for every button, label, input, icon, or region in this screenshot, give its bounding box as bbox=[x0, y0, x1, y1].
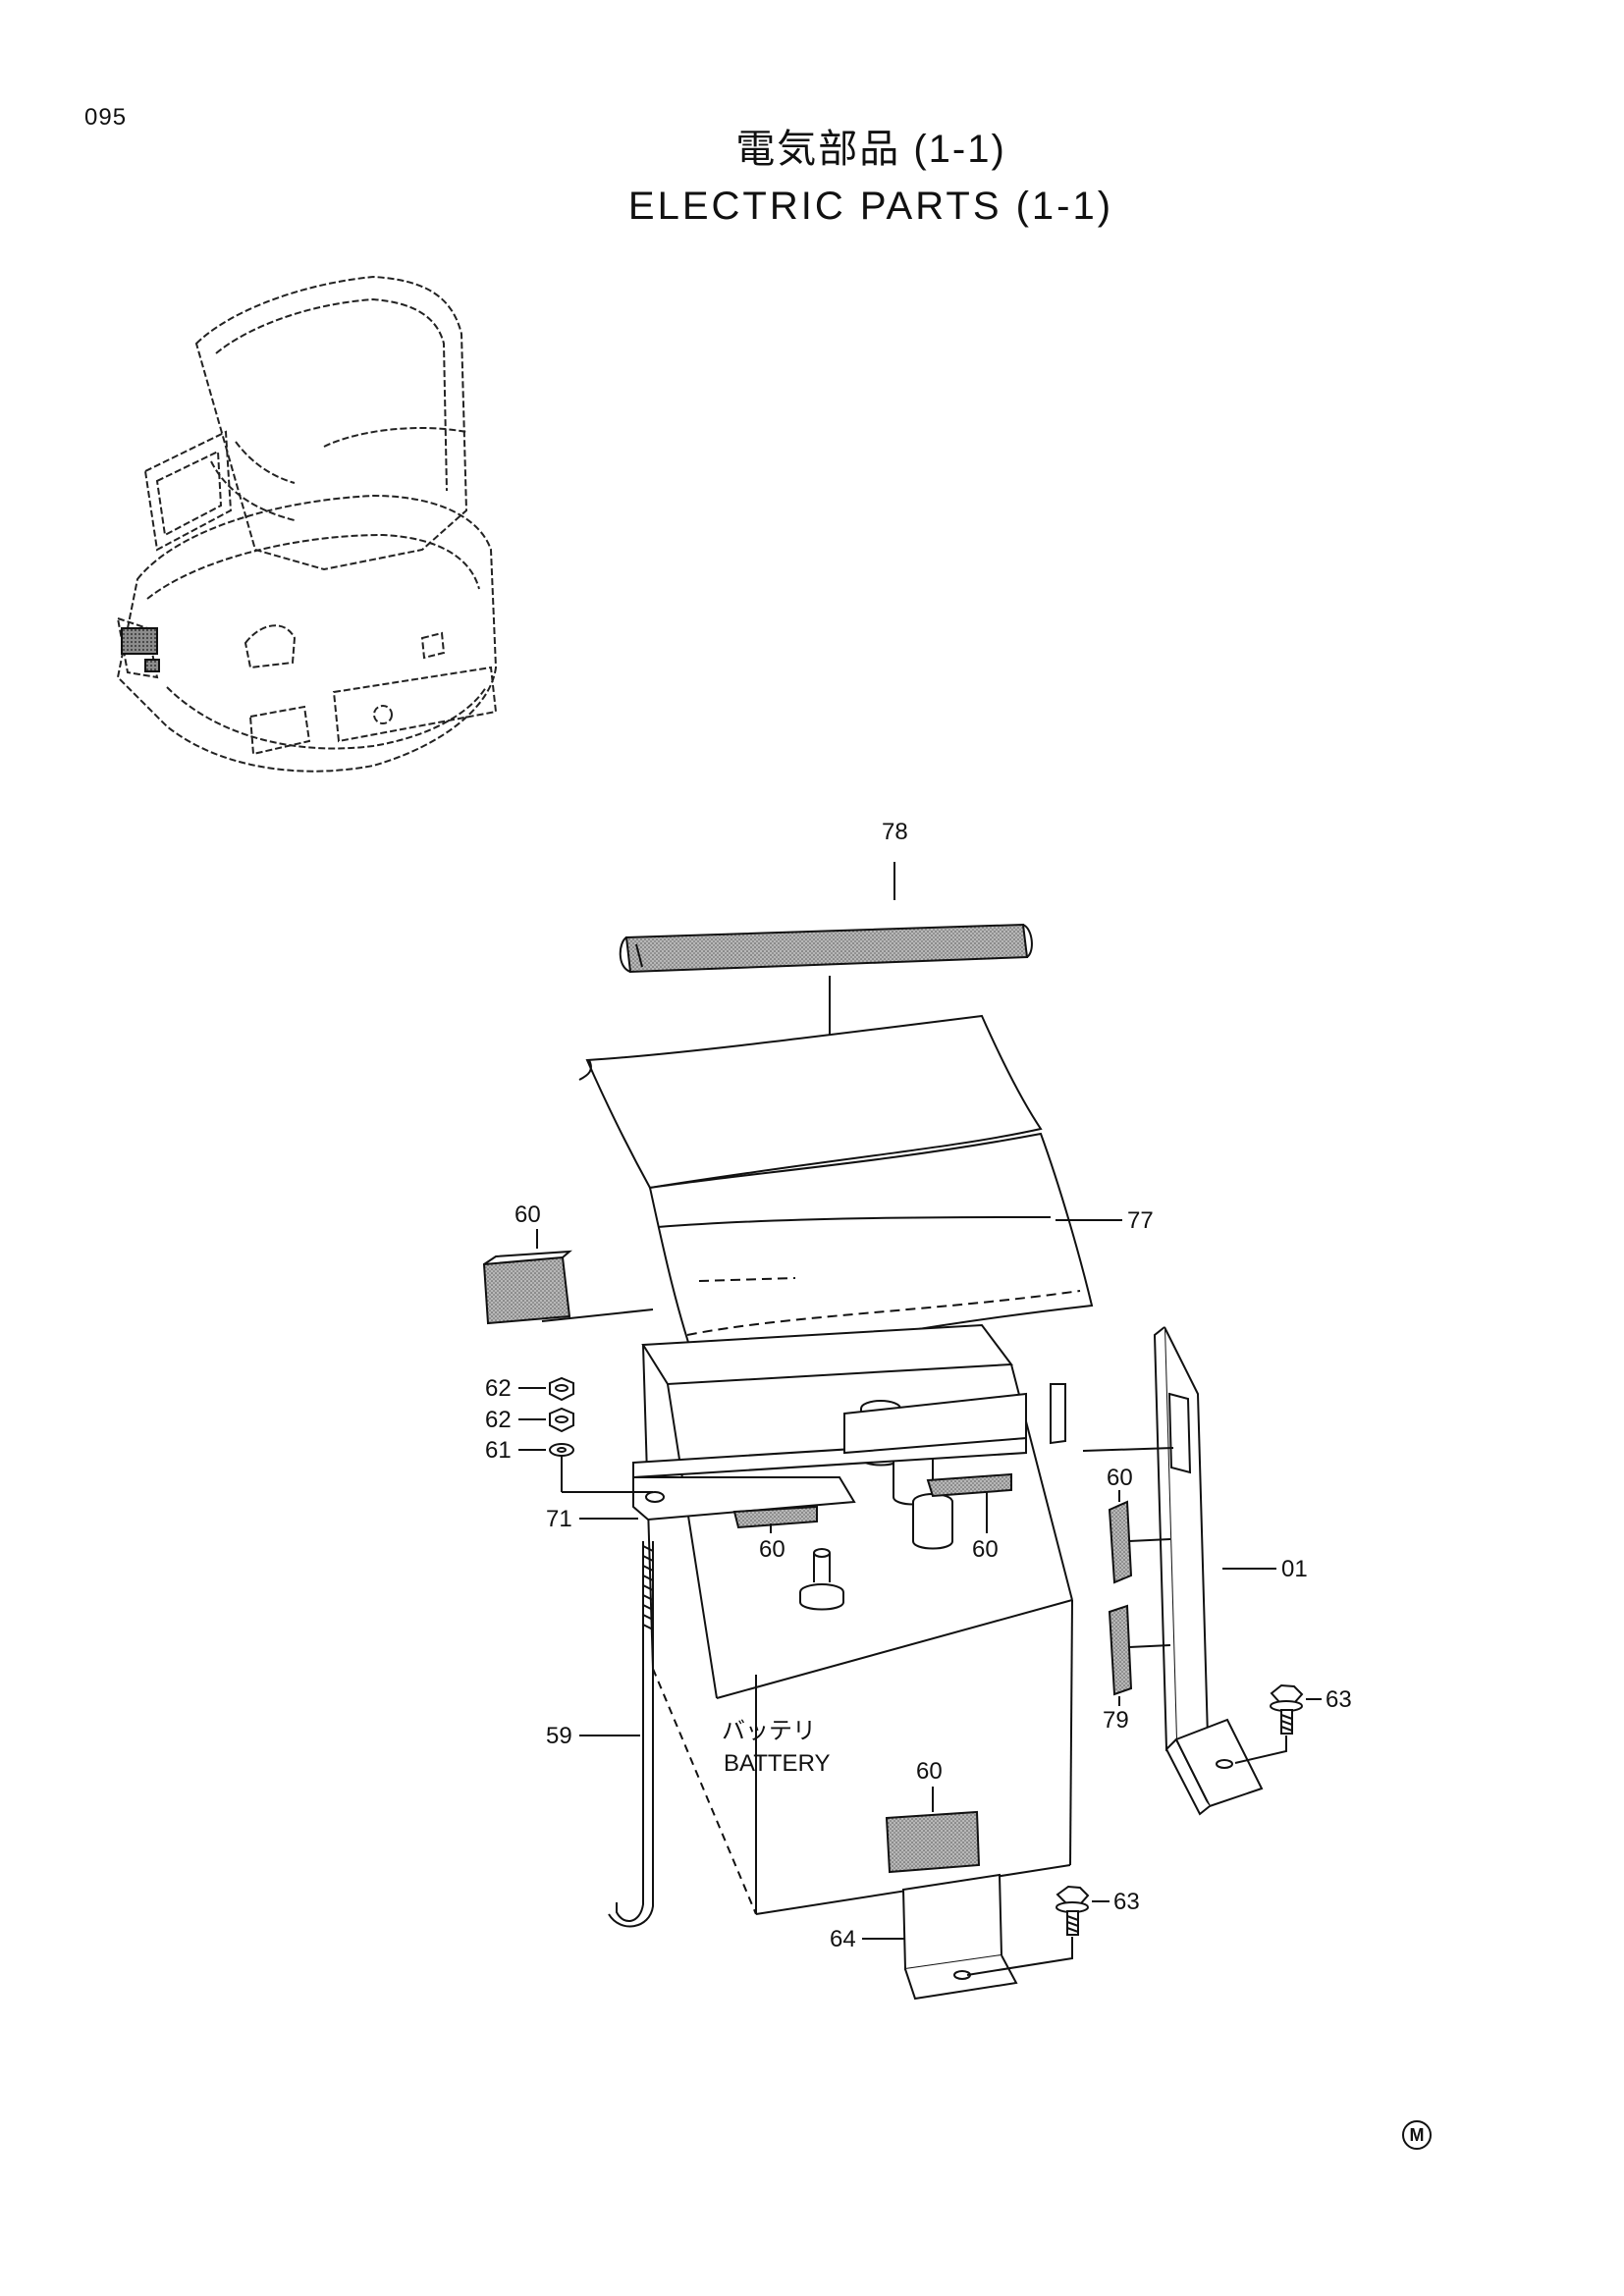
callout-63-upper: 63 bbox=[1326, 1686, 1352, 1713]
page-number: 095 bbox=[84, 104, 128, 131]
callout-01: 01 bbox=[1281, 1556, 1308, 1582]
callout-62-lower: 62 bbox=[485, 1407, 512, 1433]
callout-79: 79 bbox=[1103, 1707, 1129, 1734]
callout-64: 64 bbox=[830, 1926, 856, 1952]
part-78-cover-strip bbox=[619, 923, 1033, 974]
part-64-bottom-bracket bbox=[901, 1873, 1018, 2001]
callout-62-upper: 62 bbox=[485, 1375, 512, 1402]
callout-63-lower: 63 bbox=[1113, 1889, 1140, 1915]
clamp-pads bbox=[732, 1472, 1012, 1529]
page-title-japanese: 電気部品 (1-1) bbox=[735, 128, 1006, 171]
page-title-english: ELECTRIC PARTS (1-1) bbox=[627, 185, 1114, 228]
callout-61: 61 bbox=[485, 1437, 512, 1464]
excavator-overview-illustration bbox=[116, 275, 498, 773]
part-61-washer bbox=[549, 1443, 574, 1457]
part-62-nut-lower bbox=[549, 1407, 574, 1433]
battery-label-japanese: バッテリ bbox=[722, 1718, 816, 1744]
callout-71: 71 bbox=[546, 1506, 572, 1532]
part-63-bolt-upper bbox=[1270, 1683, 1304, 1735]
callout-leader-lines bbox=[518, 1229, 1322, 1940]
part-60-pad-battery-front bbox=[885, 1810, 981, 1874]
battery-body bbox=[641, 1323, 1073, 1915]
callout-60-left: 60 bbox=[514, 1201, 541, 1228]
callout-78: 78 bbox=[882, 819, 908, 845]
callout-77: 77 bbox=[1127, 1207, 1154, 1234]
callout-60-bottom-middle: 60 bbox=[972, 1536, 999, 1563]
callout-60-right: 60 bbox=[1107, 1465, 1133, 1491]
callout-59: 59 bbox=[546, 1723, 572, 1749]
part-01-battery-bracket bbox=[1153, 1326, 1264, 1816]
part-77-battery-cover-sheet bbox=[578, 1014, 1094, 1376]
callout-60-bottom-left: 60 bbox=[759, 1536, 785, 1563]
part-79-pad-right bbox=[1108, 1604, 1133, 1696]
part-59-hold-down-rod bbox=[608, 1541, 654, 1928]
manufacturer-mark: M bbox=[1402, 2120, 1432, 2150]
excavator-battery-highlight bbox=[121, 627, 160, 672]
battery-hold-down-clamp bbox=[632, 1383, 1066, 1522]
part-60-pad-left bbox=[482, 1250, 572, 1325]
battery-label-english: BATTERY bbox=[724, 1750, 830, 1777]
part-60-pad-right bbox=[1108, 1500, 1133, 1584]
part-62-nut-upper bbox=[549, 1376, 574, 1402]
callout-60-battery: 60 bbox=[916, 1758, 943, 1785]
part-63-bolt-lower bbox=[1056, 1885, 1090, 1936]
